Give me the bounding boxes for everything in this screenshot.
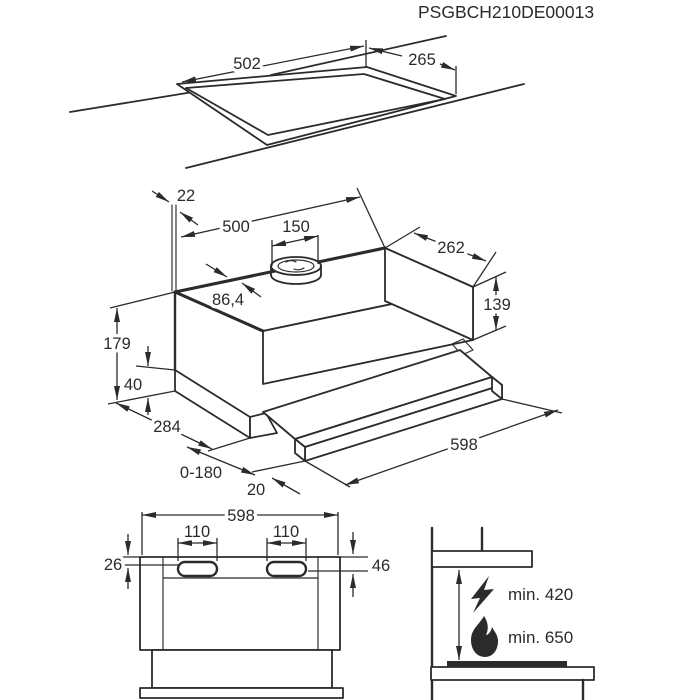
bottom-section <box>174 369 278 439</box>
gas-flame-icon <box>471 616 498 657</box>
dim-label-26: 26 <box>104 556 122 574</box>
electric-bolt-icon <box>471 576 494 613</box>
drawing-code: PSGBCH210DE00013 <box>418 2 594 22</box>
dim-22: 22 <box>151 184 199 226</box>
dim-40: 40 <box>120 346 176 415</box>
dim-label-265: 265 <box>408 51 436 69</box>
mounting-slot-left <box>176 560 219 578</box>
dim-label-22: 22 <box>177 187 195 205</box>
dim-label-110-right: 110 <box>273 523 299 541</box>
dim-20: 20 <box>243 477 301 503</box>
dim-label-139: 139 <box>483 296 511 314</box>
mounting-slot-right <box>265 560 308 578</box>
dim-label-502: 502 <box>233 55 261 73</box>
dim-26: 26 <box>100 534 180 589</box>
dim-110-left: 110 <box>177 520 218 561</box>
dim-label-284: 284 <box>153 418 181 436</box>
dim-284: 284 <box>115 402 251 452</box>
hob-surface <box>447 661 567 668</box>
front-body <box>139 556 341 651</box>
dim-262: 262 <box>384 226 497 288</box>
front-visor-bar <box>139 687 344 699</box>
duct-spigot <box>270 256 322 285</box>
dim-0-180: 0-180 <box>176 446 306 486</box>
dim-label-179: 179 <box>103 335 131 353</box>
dim-265: 265 <box>368 47 457 94</box>
dim-179: 179 <box>100 291 176 405</box>
hob-body <box>430 666 595 681</box>
dim-label-20: 20 <box>247 481 265 499</box>
dim-110-right: 110 <box>266 520 307 561</box>
dim-label-598-visor: 598 <box>450 436 478 454</box>
dim-46: 46 <box>308 532 394 597</box>
dim-label-46: 46 <box>372 557 390 575</box>
shelf-edge-line-left <box>69 91 194 113</box>
gas-clearance-label: min. 650 <box>508 628 573 647</box>
dim-label-86-4: 86,4 <box>212 291 244 309</box>
electric-clearance-label: min. 420 <box>508 585 573 604</box>
dim-502: 502 <box>181 40 367 83</box>
dim-598-visor: 598 <box>304 398 563 488</box>
cutout-top-view: 502 265 <box>69 35 525 169</box>
dim-139: 139 <box>472 271 514 341</box>
hood-shelf <box>431 550 533 568</box>
dim-598-front: 598 <box>141 504 339 555</box>
dim-label-262: 262 <box>437 239 465 257</box>
dim-500: 500 <box>180 187 386 249</box>
dim-150: 150 <box>271 215 319 266</box>
dim-label-150: 150 <box>282 218 310 236</box>
bottom-left-face <box>174 369 251 439</box>
dim-86-4: 86,4 <box>205 263 262 313</box>
shelf-edge-line-lower <box>185 83 525 169</box>
dim-label-40: 40 <box>124 376 142 394</box>
clearance-side-view: min. 420 min. 650 <box>430 526 595 700</box>
hood-front-view: 598 110 110 26 46 <box>100 504 394 699</box>
dim-label-0-180: 0-180 <box>180 464 222 482</box>
dim-label-598-front: 598 <box>227 507 255 525</box>
dim-label-500: 500 <box>222 218 250 236</box>
hood-iso-view: 22 <box>100 184 563 503</box>
dim-label-110-left: 110 <box>184 523 210 541</box>
bottom-front-face <box>249 412 278 439</box>
front-lower-section <box>151 649 333 689</box>
